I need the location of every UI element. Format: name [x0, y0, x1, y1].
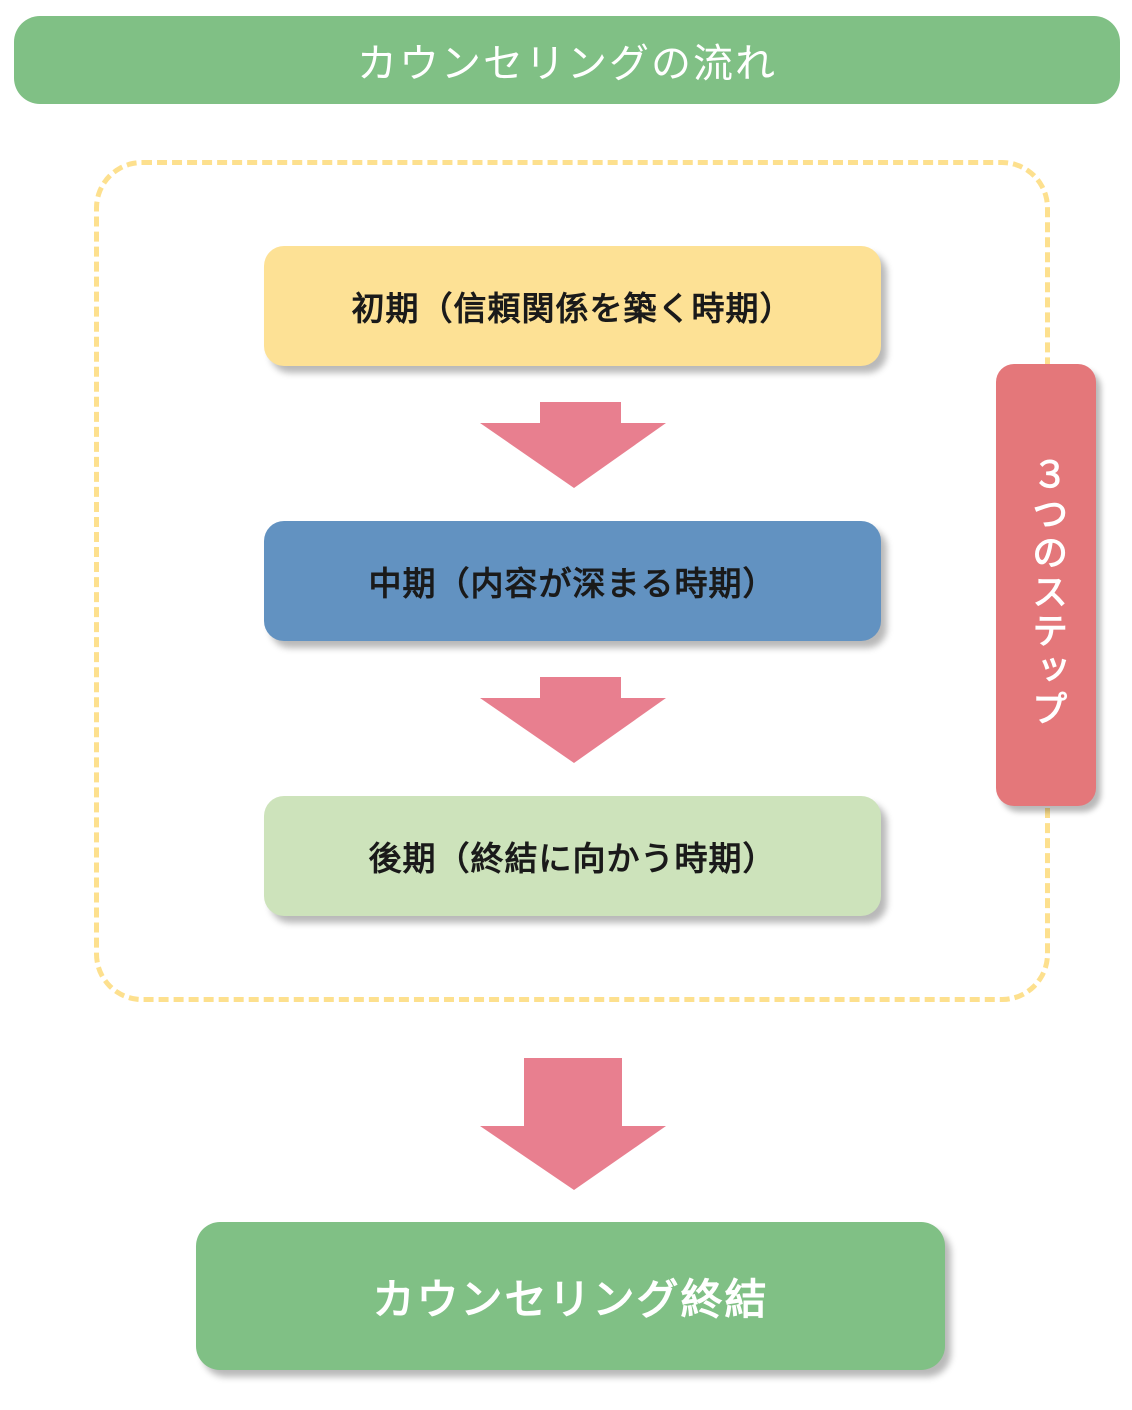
down-arrow-2 — [480, 677, 666, 763]
step-middle: 中期（内容が深まる時期） — [264, 521, 881, 641]
three-steps-badge: ３つのステップ — [996, 364, 1096, 806]
diagram-title: カウンセリングの流れ — [14, 16, 1120, 104]
step-early: 初期（信頼関係を築く時期） — [264, 246, 881, 366]
step-late: 後期（終結に向かう時期） — [264, 796, 881, 916]
step-middle-label: 中期（内容が深まる時期） — [368, 564, 777, 603]
down-arrow-final — [480, 1058, 666, 1190]
down-arrow-final-shape — [480, 1058, 666, 1190]
counseling-end-label: カウンセリング終結 — [372, 1274, 769, 1324]
three-steps-label: ３つのステップ — [1026, 456, 1067, 729]
down-arrow-1-shape — [480, 402, 666, 488]
step-early-label: 初期（信頼関係を築く時期） — [351, 289, 794, 328]
down-arrow-1 — [480, 402, 666, 488]
down-arrow-2-shape — [480, 677, 666, 763]
step-late-label: 後期（終結に向かう時期） — [368, 839, 777, 878]
counseling-end-box: カウンセリング終結 — [196, 1222, 945, 1370]
